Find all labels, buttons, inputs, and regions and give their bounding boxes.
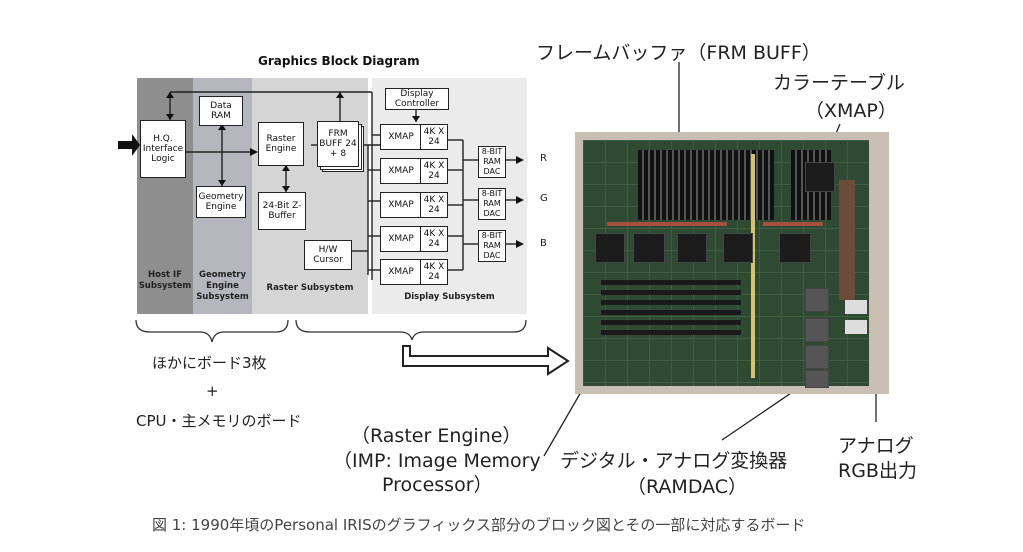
block-raster-engine: Raster Engine: [258, 122, 304, 166]
label-xmap: （XMAP）: [805, 100, 897, 122]
block-xmap-mem: 4K X 24: [420, 226, 448, 252]
note-cpu-board: CPU・主メモリのボード: [136, 412, 302, 430]
output-b: B: [540, 238, 547, 249]
column-label-host-if: Host IF Subsystem: [138, 270, 192, 291]
block-ramdac: 8-BIT RAM DAC: [478, 146, 506, 178]
output-r: R: [540, 153, 547, 164]
figure-caption: 図 1: 1990年頃のPersonal IRISのグラフィックス部分のブロック…: [152, 516, 806, 534]
block-xmap-mem: 4K X 24: [420, 124, 448, 150]
brace-left: [135, 319, 289, 343]
label-frame-buffer: フレームバッファ（FRM BUFF）: [536, 42, 821, 64]
label-ramdac: （RAMDAC）: [627, 476, 748, 498]
block-xmap: XMAP: [380, 226, 422, 252]
block-data-ram: Data RAM: [199, 96, 243, 126]
block-xmap-mem: 4K X 24: [420, 192, 448, 218]
block-display-controller: Display Controller: [385, 88, 449, 110]
label-dac: デジタル・アナログ変換器: [560, 450, 788, 472]
note-plus: +: [206, 382, 219, 400]
column-label-geometry: Geometry Engine Subsystem: [196, 270, 249, 302]
block-geometry-engine: Geometry Engine: [196, 186, 246, 218]
block-z-buffer: 24-Bit Z-Buffer: [258, 192, 306, 230]
block-xmap: XMAP: [380, 124, 422, 150]
block-xmap: XMAP: [380, 192, 422, 218]
column-host-if: [137, 78, 193, 314]
brace-right: [295, 319, 527, 341]
block-frm-buff: FRM BUFF 24 + 8: [317, 121, 359, 167]
output-g: G: [540, 193, 548, 204]
block-ramdac: 8-BIT RAM DAC: [478, 188, 506, 220]
column-label-display: Display Subsystem: [404, 292, 495, 302]
label-analog: アナログ: [838, 435, 914, 457]
note-raster-engine: （Raster Engine）: [351, 425, 522, 447]
diagram-title: Graphics Block Diagram: [258, 54, 420, 68]
note-processor: Processor）: [382, 474, 493, 496]
column-label-raster: Raster Subsystem: [266, 283, 354, 293]
label-rgb-output: RGB出力: [838, 460, 917, 482]
graphics-board-photo: [575, 132, 889, 394]
block-xmap-mem: 4K X 24: [420, 158, 448, 184]
label-color-table: カラーテーブル: [773, 72, 905, 94]
diagram-connectors: [118, 91, 524, 280]
note-other-boards: ほかにボード3枚: [152, 354, 267, 372]
note-imp: （IMP: Image Memory: [333, 450, 541, 472]
block-xmap-mem: 4K X 24: [420, 259, 448, 285]
board-arrow: [402, 345, 570, 376]
block-hq-interface: H.Q. Interface Logic: [140, 120, 186, 178]
block-ramdac: 8-BIT RAM DAC: [478, 230, 506, 262]
block-xmap: XMAP: [380, 158, 422, 184]
block-hw-cursor: H/W Cursor: [304, 240, 352, 270]
